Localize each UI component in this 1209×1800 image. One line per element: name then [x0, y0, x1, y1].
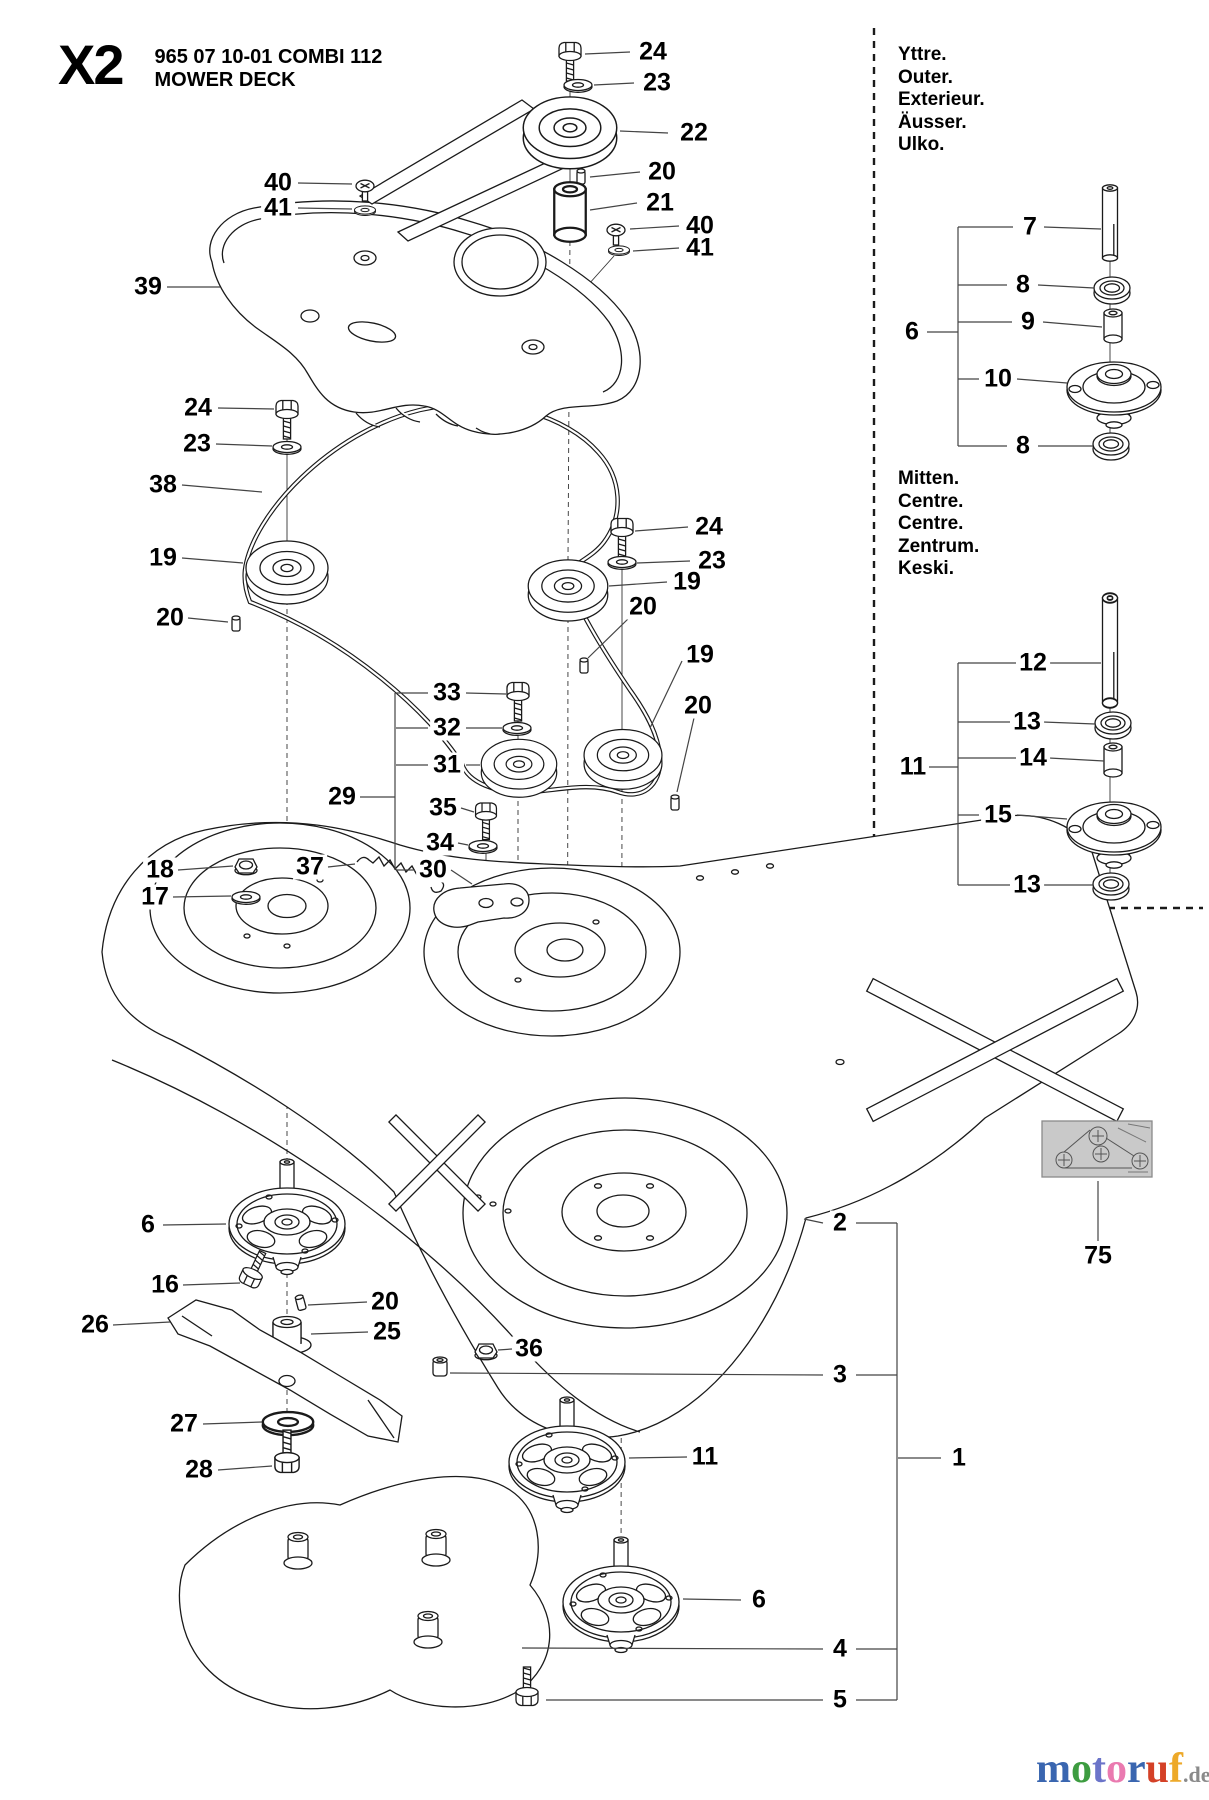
watermark-letters: motoruf: [1036, 1746, 1184, 1792]
page-code: X2: [58, 33, 124, 96]
assembly-name: MOWER DECK: [154, 69, 296, 91]
legend-line: Keski.: [898, 558, 954, 579]
legend-line: Centre.: [898, 513, 964, 534]
idler-arm: [433, 883, 530, 928]
legend-line: Exterieur.: [898, 89, 985, 110]
baffle-bushings: [283, 1528, 451, 1649]
legend-line: Ulko.: [898, 134, 945, 155]
legend-centre: Mitten. Centre. Centre. Zentrum. Keski.: [898, 468, 979, 581]
belt-cover: [209, 200, 641, 436]
deck-x-brace-small: [387, 1113, 487, 1213]
legend-line: Outer.: [898, 66, 953, 88]
rivnut: [432, 1356, 448, 1377]
belt-routing-thumbnail: [1041, 1120, 1153, 1178]
legend-line: Centre.: [898, 490, 964, 512]
legend-line: Zentrum.: [898, 535, 980, 557]
blade-26: [167, 1299, 403, 1443]
motoruf-watermark[interactable]: motoruf.de: [1036, 1748, 1209, 1790]
legend-outer: Yttre. Outer. Exterieur. Äusser. Ulko.: [898, 44, 985, 157]
page-title: 965 07 10-01 COMBI 112 MOWER DECK: [155, 46, 383, 92]
mower-deck-body: [101, 814, 1139, 1439]
baffle-plate: [178, 1475, 551, 1710]
deck-x-brace-large: [865, 977, 1125, 1123]
title-block: X2 965 07 10-01 COMBI 112 MOWER DECK: [58, 33, 383, 96]
legend-line: Yttre.: [898, 44, 947, 65]
watermark-suffix: .de: [1183, 1762, 1209, 1787]
legend-line: Äusser.: [898, 111, 967, 133]
legend-line: Mitten.: [898, 468, 960, 489]
part-number: 965 07 10-01 COMBI 112: [154, 46, 383, 68]
